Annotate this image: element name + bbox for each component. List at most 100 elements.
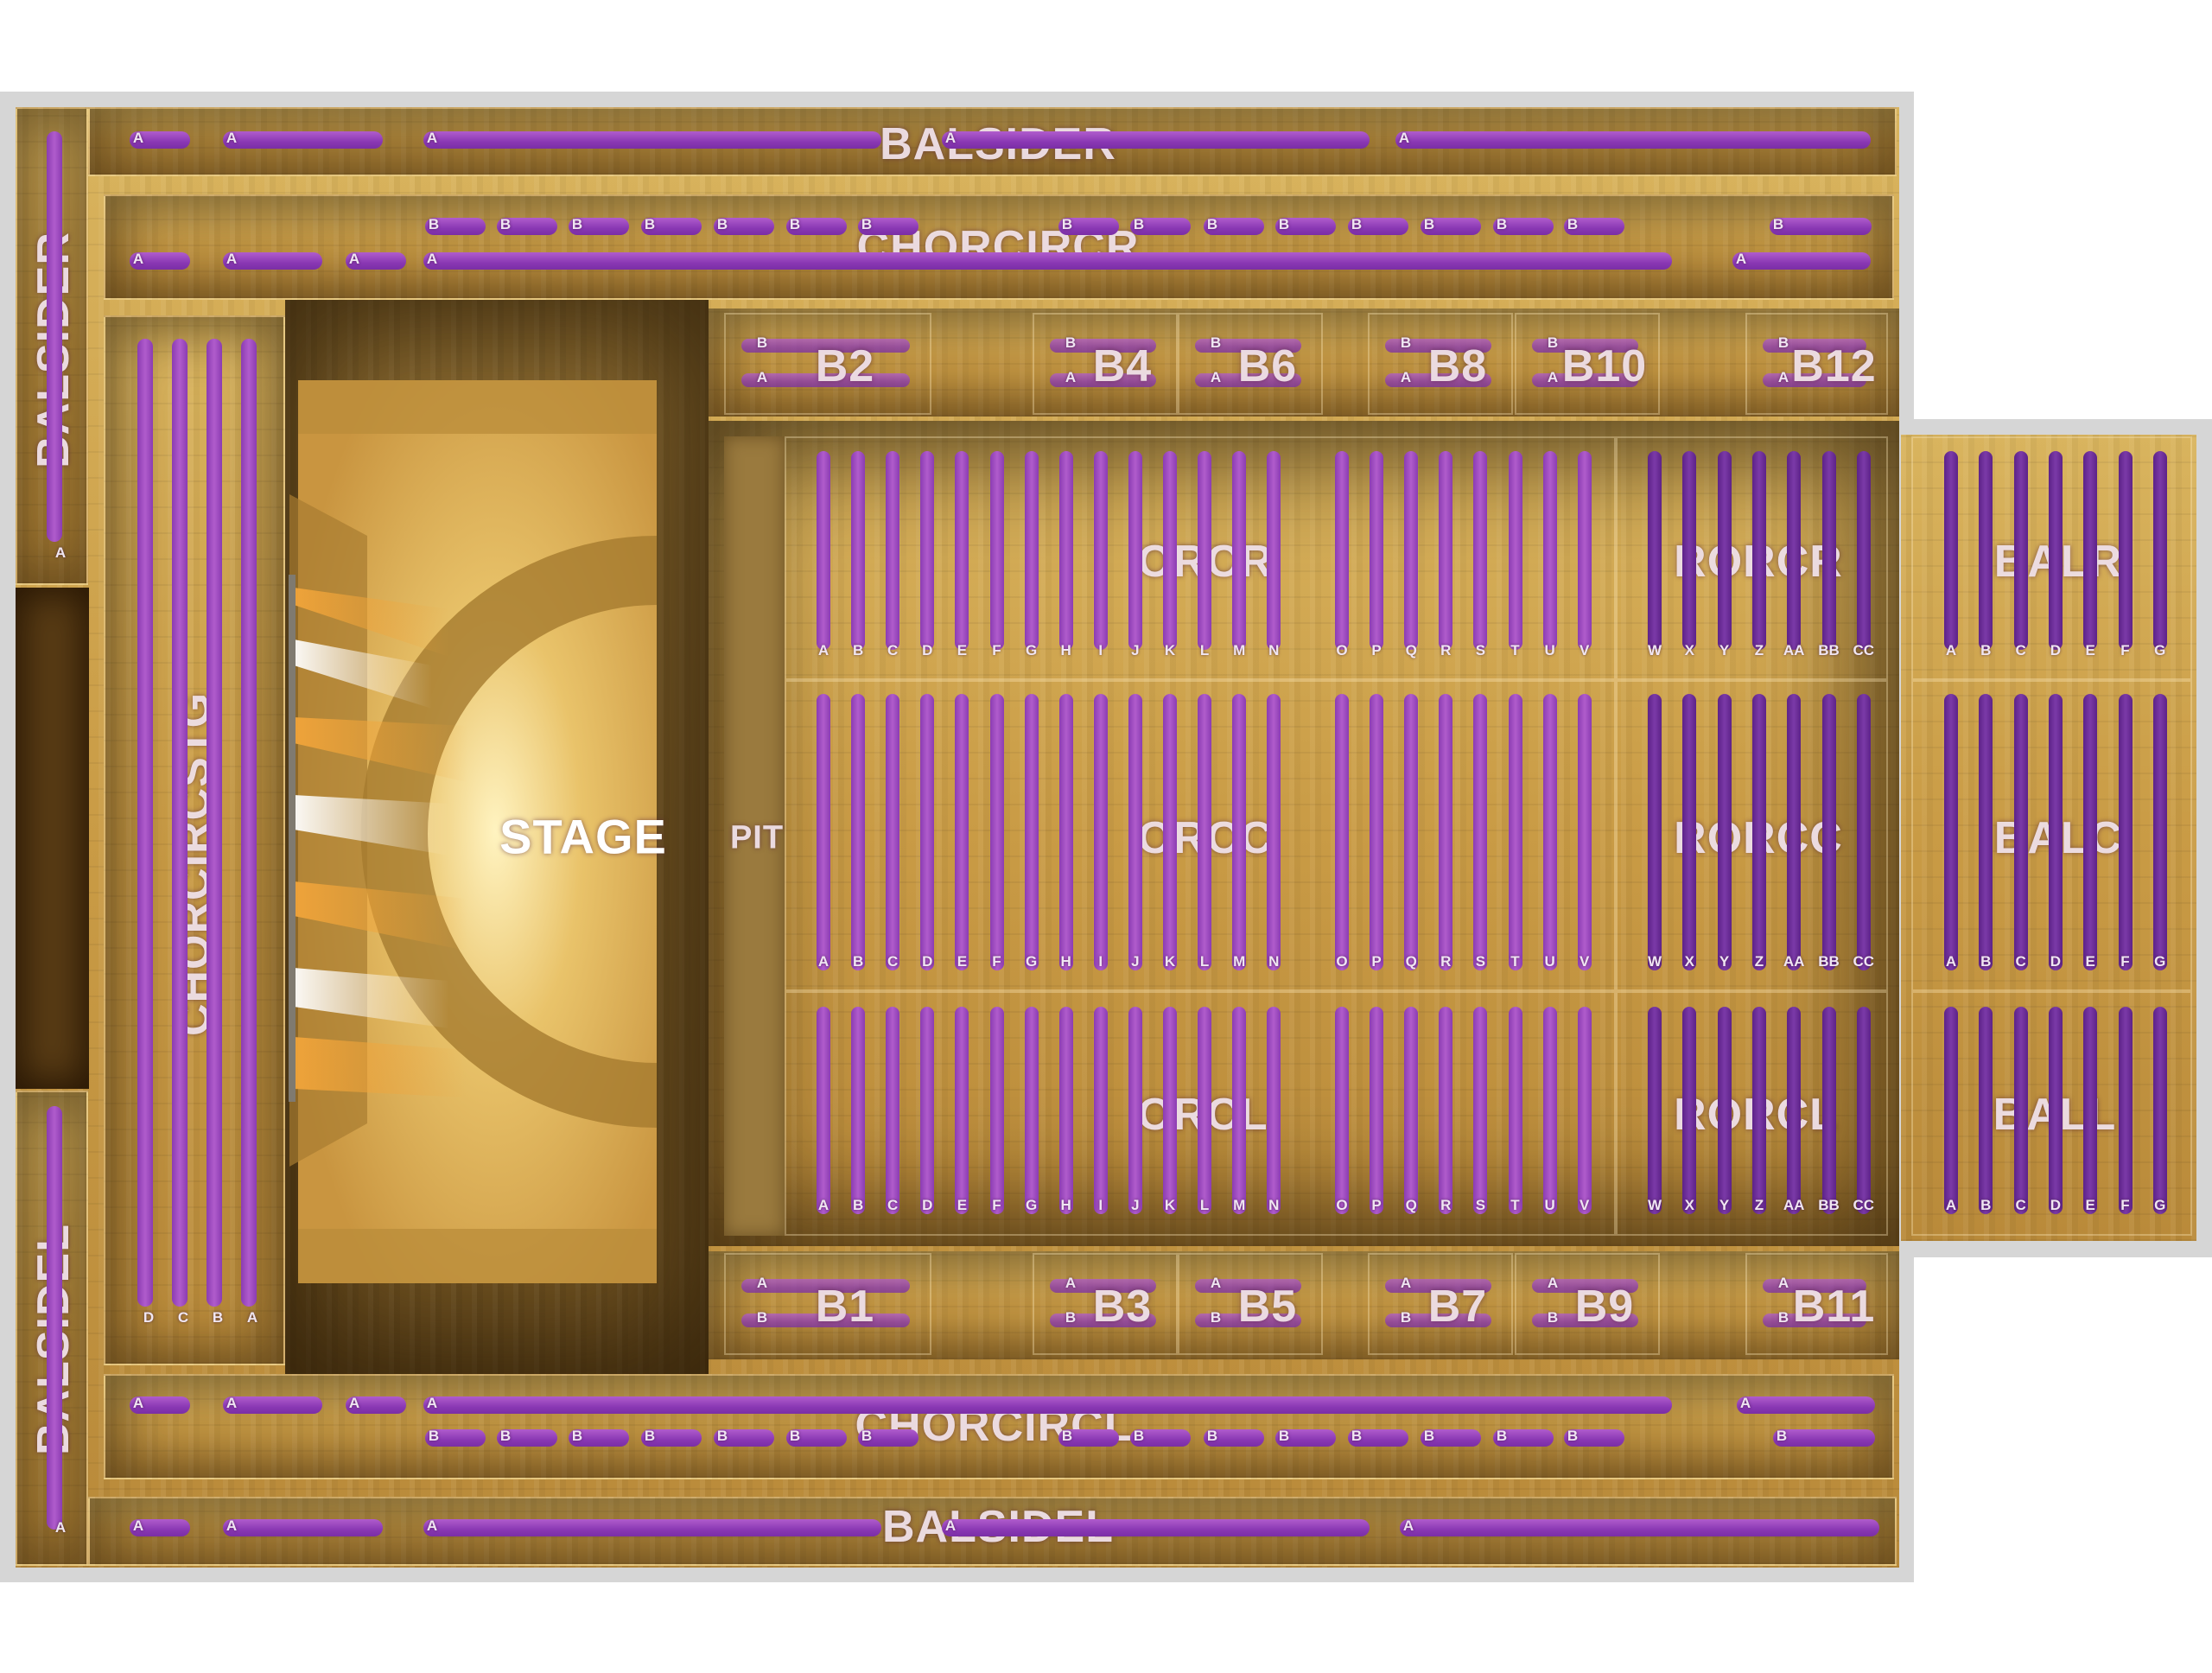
rorcr-seat-row[interactable] [1821, 451, 1836, 650]
orcr-seat-row[interactable] [1024, 451, 1039, 650]
orcl-seat-row[interactable] [1198, 1007, 1212, 1214]
section-balc[interactable] [1911, 680, 2192, 991]
section-balr[interactable] [1911, 436, 2192, 680]
ball-seat-row[interactable] [2013, 1007, 2028, 1214]
chorcircr-seat-row[interactable] [1204, 218, 1264, 235]
orcr-seat-row[interactable] [1542, 451, 1557, 650]
box-bottom[interactable] [1178, 1253, 1323, 1355]
chorcircl-seat-row[interactable] [1275, 1429, 1336, 1447]
rorcl-seat-row[interactable] [1787, 1007, 1802, 1214]
orcc-seat-row[interactable] [817, 694, 830, 970]
section-rorcc[interactable] [1616, 680, 1888, 991]
section-orcc[interactable] [785, 680, 1616, 991]
orcr-seat-row[interactable] [1267, 451, 1281, 650]
chorcircr-seat-row[interactable] [569, 218, 629, 235]
orcc-seat-row[interactable] [1577, 694, 1592, 970]
balc-seat-row[interactable] [1979, 694, 1993, 970]
chorcircr-seat-row[interactable] [1058, 218, 1119, 235]
chorcircr-seat-row[interactable] [858, 218, 918, 235]
ball-seat-row[interactable] [2083, 1007, 2098, 1214]
orcr-seat-row[interactable] [1198, 451, 1212, 650]
orcc-seat-row[interactable] [1058, 694, 1073, 970]
orcl-seat-row[interactable] [851, 1007, 866, 1214]
orcc-seat-row[interactable] [1232, 694, 1247, 970]
box-bottom[interactable] [1368, 1253, 1513, 1355]
orcl-seat-row[interactable] [1404, 1007, 1419, 1214]
chorcircr-seat-row[interactable] [423, 252, 1672, 270]
box-bottom-seat-row[interactable] [1385, 1279, 1491, 1293]
chorcircl-seat-row[interactable] [786, 1429, 847, 1447]
orcc-seat-row[interactable] [1163, 694, 1177, 970]
chorcircl-seat-row[interactable] [714, 1429, 774, 1447]
rorcc-seat-row[interactable] [1821, 694, 1836, 970]
orcc-seat-row[interactable] [1335, 694, 1349, 970]
box-bottom[interactable] [1033, 1253, 1178, 1355]
orcl-seat-row[interactable] [1508, 1007, 1522, 1214]
orcl-seat-row[interactable] [920, 1007, 935, 1214]
orcr-seat-row[interactable] [1439, 451, 1453, 650]
chorcircstg-seat-row[interactable] [207, 339, 222, 1307]
balsider-top-seat-row[interactable] [942, 131, 1370, 149]
orcl-seat-row[interactable] [989, 1007, 1004, 1214]
orcr-seat-row[interactable] [1404, 451, 1419, 650]
chorcircr-seat-row[interactable] [641, 218, 702, 235]
box-top-seat-row[interactable] [1050, 339, 1156, 353]
rorcc-seat-row[interactable] [1648, 694, 1662, 970]
orcl-seat-row[interactable] [1439, 1007, 1453, 1214]
balr-seat-row[interactable] [2118, 451, 2133, 650]
chorcircr-seat-row[interactable] [346, 252, 406, 270]
balc-seat-row[interactable] [2083, 694, 2098, 970]
orcl-seat-row[interactable] [1335, 1007, 1349, 1214]
orcl-seat-row[interactable] [1267, 1007, 1281, 1214]
chorcircr-seat-row[interactable] [1421, 218, 1481, 235]
rorcc-seat-row[interactable] [1682, 694, 1697, 970]
box-top[interactable] [1368, 313, 1513, 415]
balr-seat-row[interactable] [2152, 451, 2167, 650]
chorcircl-seat-row[interactable] [130, 1396, 190, 1414]
orcr-seat-row[interactable] [1128, 451, 1142, 650]
rorcl-seat-row[interactable] [1751, 1007, 1766, 1214]
orcr-seat-row[interactable] [817, 451, 830, 650]
balc-seat-row[interactable] [2013, 694, 2028, 970]
orcr-seat-row[interactable] [1335, 451, 1349, 650]
orcl-seat-row[interactable] [955, 1007, 969, 1214]
chorcircl-seat-row[interactable] [1348, 1429, 1408, 1447]
orcr-seat-row[interactable] [1163, 451, 1177, 650]
balsidel-bottom-seat-row[interactable] [130, 1519, 190, 1536]
chorcircr-seat-row[interactable] [1770, 218, 1872, 235]
box-bottom-seat-row[interactable] [1050, 1314, 1156, 1327]
chorcircl-seat-row[interactable] [423, 1396, 1672, 1414]
chorcircr-seat-row[interactable] [1493, 218, 1554, 235]
rorcc-seat-row[interactable] [1787, 694, 1802, 970]
chorcircr-seat-row[interactable] [1732, 252, 1871, 270]
box-top-seat-row[interactable] [1763, 339, 1866, 353]
chorcircl-seat-row[interactable] [569, 1429, 629, 1447]
box-bottom-seat-row[interactable] [1763, 1279, 1866, 1293]
orcc-seat-row[interactable] [1370, 694, 1384, 970]
box-top[interactable] [1178, 313, 1323, 415]
chorcircl-seat-row[interactable] [1737, 1396, 1875, 1414]
balsider-top-seat-row[interactable] [423, 131, 881, 149]
balsidel-left-seat-row[interactable] [47, 1106, 62, 1530]
chorcircl-seat-row[interactable] [223, 1396, 322, 1414]
orcc-seat-row[interactable] [989, 694, 1004, 970]
rorcr-seat-row[interactable] [1648, 451, 1662, 650]
orcl-seat-row[interactable] [1370, 1007, 1384, 1214]
chorcircstg-seat-row[interactable] [241, 339, 257, 1307]
orcr-seat-row[interactable] [989, 451, 1004, 650]
ball-seat-row[interactable] [1944, 1007, 1958, 1214]
orcl-seat-row[interactable] [1163, 1007, 1177, 1214]
chorcircr-seat-row[interactable] [1564, 218, 1624, 235]
box-top[interactable] [724, 313, 931, 415]
balsidel-bottom-seat-row[interactable] [223, 1519, 383, 1536]
chorcircstg-seat-row[interactable] [137, 339, 153, 1307]
box-top[interactable] [1745, 313, 1888, 415]
rorcl-seat-row[interactable] [1648, 1007, 1662, 1214]
box-top-seat-row[interactable] [1532, 373, 1638, 387]
orcc-seat-row[interactable] [1473, 694, 1488, 970]
orcc-seat-row[interactable] [1508, 694, 1522, 970]
section-orcr[interactable] [785, 436, 1616, 680]
orcl-seat-row[interactable] [1093, 1007, 1108, 1214]
box-bottom-seat-row[interactable] [1532, 1279, 1638, 1293]
orcl-seat-row[interactable] [1473, 1007, 1488, 1214]
